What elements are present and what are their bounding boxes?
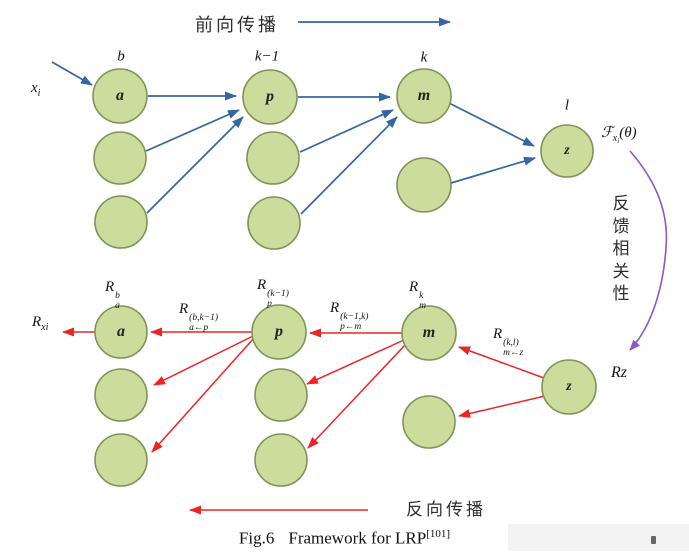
node-m-bottom [401, 305, 457, 361]
relevance-message-label-mz: R(k,l)m←z [493, 326, 524, 358]
edge-kn2-z [450, 156, 536, 184]
edge-xi-a [51, 61, 93, 86]
figure-caption: Fig.6 Framework for LRP[101] [0, 528, 689, 549]
caption-number: Fig.6 [238, 528, 275, 548]
bottom-layer-nodes [94, 304, 597, 487]
node-a-bottom [94, 305, 148, 359]
node-a-top [92, 68, 148, 124]
edge-k1n2-m [299, 109, 394, 153]
node-b3-top [94, 195, 148, 249]
layer-label-k-minus-1: k−1 [254, 48, 280, 65]
node-z-top [540, 124, 594, 178]
layer-label-b: b [117, 48, 125, 65]
feedback-relevance-vertical-label: 反 馈 相 关 性 [612, 194, 630, 303]
node-k1n2-top [246, 131, 300, 185]
node-k1n3-top [247, 196, 301, 250]
node-p-bottom [251, 304, 307, 360]
node-b3-bottom [94, 433, 148, 487]
relevance-label-rxi: Rxi [32, 314, 49, 333]
edge-b2-p [145, 109, 240, 152]
layer-label-k: k [420, 49, 428, 66]
edge-m-k1n2 [306, 339, 405, 385]
node-z-bottom [541, 359, 597, 415]
caption-title: Framework for LRP [288, 528, 427, 548]
node-label-m-top: m [417, 87, 431, 104]
backward-edges [62, 327, 546, 515]
edge-m-z [448, 102, 535, 147]
relevance-label-rz: Rz [611, 364, 628, 381]
forward-legend-label: 前向传播 [195, 15, 279, 35]
edge-k1n3-m [300, 116, 398, 215]
edge-z-m [458, 346, 545, 379]
layer-label-l: l [564, 97, 570, 114]
relevance-label-rp: R(k−1)p [257, 277, 289, 309]
page-background-strip [508, 524, 689, 551]
relevance-message-label-pm: R(k−1,k)p←m [330, 300, 369, 332]
node-label-a-bottom: a [117, 323, 125, 340]
top-layer-nodes [92, 68, 594, 250]
node-p-top [242, 69, 298, 125]
node-kn2-top [396, 157, 452, 213]
forward-edges [51, 17, 536, 215]
node-label-z-top: z [564, 143, 570, 158]
node-label-p-top: p [266, 88, 274, 105]
edge-p-b3 [151, 337, 255, 453]
edge-m-k1n3 [307, 343, 407, 449]
node-b2-top [93, 131, 147, 185]
input-label-xi: xi [31, 80, 41, 99]
feedback-curve-arrow [629, 150, 668, 351]
relevance-message-label-ap: R(b,k−1)a←p [179, 301, 219, 333]
node-k1n3-bottom [254, 433, 308, 487]
node-b2-bottom [94, 368, 148, 422]
node-label-p-bottom: p [275, 323, 283, 340]
node-label-z-bottom: z [566, 379, 572, 394]
tiny-artifact-glyph [651, 536, 656, 544]
node-label-m-bottom: m [422, 324, 436, 341]
node-k1n2-bottom [254, 368, 308, 422]
edge-z-kn2 [458, 395, 546, 418]
node-m-top [396, 68, 452, 124]
node-kn2-bottom [402, 395, 456, 449]
output-function-label: ℱxi(θ) [601, 125, 637, 145]
edge-p-b2 [153, 335, 254, 386]
edge-b3-p [146, 116, 244, 214]
backward-legend-label: 反向传播 [406, 500, 486, 519]
caption-citation: [101] [426, 528, 451, 540]
node-label-a-top: a [116, 87, 124, 104]
